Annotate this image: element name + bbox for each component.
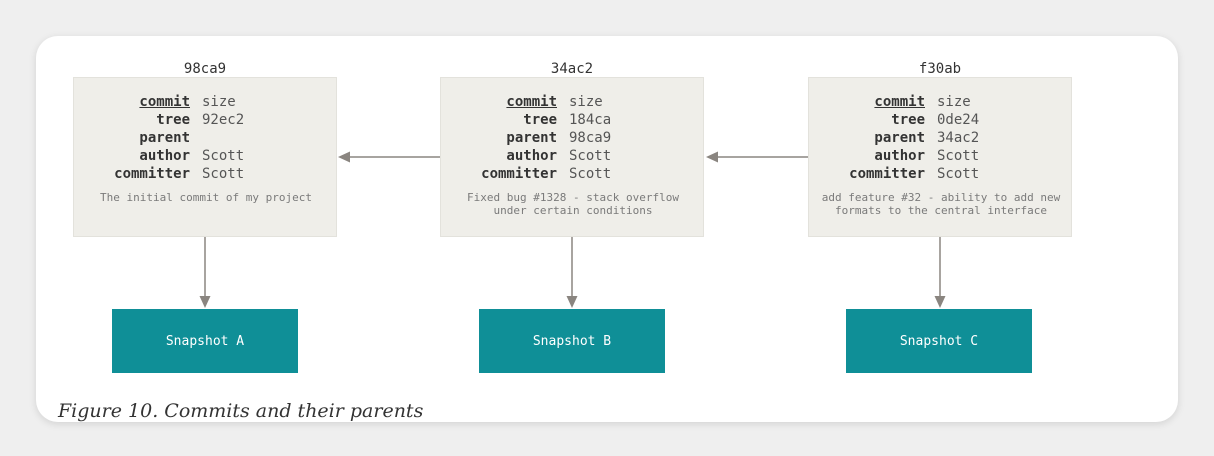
commit-message-line: formats to the central interface: [835, 204, 1047, 217]
field-value: Scott: [937, 148, 980, 164]
commit-field-row: commit size: [74, 93, 338, 111]
commit-diagram: 98ca9 commit size tree 92ec2 parent author…: [36, 36, 1178, 422]
field-value: 184ca: [569, 112, 612, 128]
field-key: author: [874, 148, 925, 164]
field-value: size: [202, 94, 236, 110]
snapshot-box: Snapshot B: [479, 309, 665, 373]
field-key: parent: [874, 130, 925, 146]
commit-field-row: committer Scott: [809, 165, 1073, 183]
field-key: author: [506, 148, 557, 164]
field-key: commit: [139, 94, 190, 110]
field-key: parent: [139, 130, 190, 146]
field-key: committer: [114, 166, 190, 182]
field-key: author: [139, 148, 190, 164]
parent-arrow-head: [338, 151, 350, 163]
commit-field-row: commit size: [441, 93, 705, 111]
commit-message: Fixed bug #1328 - stack overflow under c…: [441, 191, 705, 217]
commit-field-row: parent 34ac2: [809, 129, 1073, 147]
commit-message-line: add feature #32 - ability to add new: [821, 191, 1061, 204]
tree-arrow-head: [934, 296, 946, 308]
commit-message: add feature #32 - ability to add new for…: [809, 191, 1073, 217]
figure-caption: Figure 10. Commits and their parents: [58, 400, 424, 422]
field-key: tree: [523, 112, 557, 128]
field-key: commit: [874, 94, 925, 110]
field-value: size: [569, 94, 603, 110]
snapshot-box: Snapshot C: [846, 309, 1032, 373]
commit-field-row: author Scott: [809, 147, 1073, 165]
commit-field-row: committer Scott: [441, 165, 705, 183]
commit-field-row: tree 92ec2: [74, 111, 338, 129]
commit-field-row: author Scott: [74, 147, 338, 165]
field-value: 98ca9: [569, 130, 612, 146]
field-key: committer: [481, 166, 557, 182]
figure-card: 98ca9 commit size tree 92ec2 parent author…: [36, 36, 1178, 422]
field-key: tree: [891, 112, 925, 128]
commit-message-line: under certain conditions: [493, 204, 653, 217]
commit-field-row: tree 184ca: [441, 111, 705, 129]
commit-id-label: f30ab: [918, 61, 962, 77]
field-value: size: [937, 94, 971, 110]
commit-message-line: The initial commit of my project: [100, 191, 312, 204]
commit-id-label: 98ca9: [183, 61, 227, 77]
field-value: Scott: [569, 166, 612, 182]
tree-arrow-head: [566, 296, 578, 308]
field-value: Scott: [937, 166, 980, 182]
commit-field-row: tree 0de24: [809, 111, 1073, 129]
tree-arrow-head: [199, 296, 211, 308]
commit-message: The initial commit of my project: [74, 191, 338, 204]
field-key: commit: [506, 94, 557, 110]
field-value: 0de24: [937, 112, 980, 128]
commit-field-row: parent: [74, 129, 338, 147]
commit-field-row: author Scott: [441, 147, 705, 165]
field-key: parent: [506, 130, 557, 146]
commit-field-row: parent 98ca9: [441, 129, 705, 147]
commit-field-row: commit size: [809, 93, 1073, 111]
field-key: committer: [849, 166, 925, 182]
field-value: 92ec2: [202, 112, 245, 128]
commit-message-line: Fixed bug #1328 - stack overflow: [467, 191, 679, 204]
field-value: Scott: [569, 148, 612, 164]
snapshot-box: Snapshot A: [112, 309, 298, 373]
field-key: tree: [156, 112, 190, 128]
commit-id-label: 34ac2: [550, 61, 594, 77]
field-value: Scott: [202, 148, 245, 164]
commit-field-row: committer Scott: [74, 165, 338, 183]
field-value: Scott: [202, 166, 245, 182]
parent-arrow-head: [706, 151, 718, 163]
field-value: 34ac2: [937, 130, 980, 146]
